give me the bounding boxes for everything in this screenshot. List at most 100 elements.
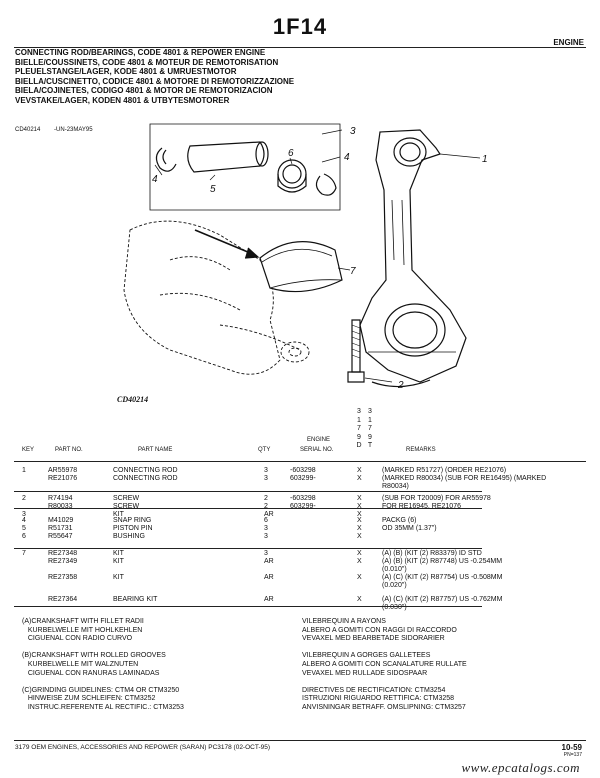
crankshaft-outline: [123, 220, 310, 375]
row-part-no: AR55978: [48, 467, 78, 474]
row-part-no: R74194: [48, 495, 73, 502]
note-left: CIGUENAL CON RANURAS LAMINADAS: [22, 669, 160, 677]
row-key: 7: [22, 550, 26, 557]
row-remarks: PACKG (6): [382, 517, 417, 524]
note-left: CIGUENAL CON RADIO CURVO: [22, 635, 133, 643]
row-x-mark: X: [357, 558, 362, 565]
piston-pin-end: [255, 141, 269, 167]
note-right: DIRECTIVES DE RECTIFICATION: CTM3254: [302, 686, 446, 694]
row-qty: 3: [264, 467, 268, 474]
row-remarks: (MARKED R51727) (ORDER RE21076): [382, 467, 507, 474]
row-x-mark: X: [357, 511, 362, 518]
group-rule: [14, 508, 482, 509]
row-key: 4: [22, 517, 26, 524]
snap-ring-left: [155, 147, 177, 172]
row-qty: AR: [264, 574, 274, 581]
callout-1: 1: [482, 154, 488, 165]
row-x-mark: X: [357, 475, 362, 482]
row-part-name: SCREW: [113, 503, 140, 510]
row-part-no: RE27358: [48, 574, 78, 581]
row-x-mark: X: [357, 596, 362, 603]
row-part-name: PISTON PIN: [113, 525, 153, 532]
table-row: (0.030"): [0, 604, 600, 612]
table-row: (0.010"): [0, 566, 600, 574]
row-part-no: R55647: [48, 533, 73, 540]
row-part-name: KIT: [113, 574, 124, 581]
bushing-side: [277, 174, 307, 193]
row-part-no: RE27349: [48, 558, 78, 565]
note-right: ISTRUZIONI RIGUARDO RETTIFICA: CTM3258: [302, 695, 455, 703]
row-serial: 603299-: [290, 503, 316, 510]
row-part-name: BUSHING: [113, 533, 145, 540]
kit-box-outline: [149, 123, 341, 211]
callout-5: 5: [210, 184, 216, 195]
row-remarks: (A) (C) (KIT (2) R87754) US -0.508MM: [382, 574, 503, 581]
group-rule: [14, 606, 482, 607]
row-key: 6: [22, 533, 26, 540]
vcode-column-d: 3 1 7 9 D: [356, 408, 362, 449]
row-part-name: KIT: [113, 550, 124, 557]
row-key: 3: [22, 511, 26, 518]
note-right: VILEBREQUIN A RAYONS: [302, 618, 386, 625]
row-remarks: (A) (B) (KIT (2) R83379) ID STD: [382, 550, 482, 557]
figure-code: CD40214: [15, 127, 41, 133]
assembly-arrow: [194, 229, 256, 256]
row-key: 1: [22, 467, 26, 474]
page-number: 1F14: [272, 14, 328, 39]
note-left: (C)GRINDING GUIDELINES: CTM4 OR CTM3250: [22, 686, 180, 694]
row-remarks: (0.030"): [382, 604, 407, 611]
note-right: ALBERO A GOMITI CON RAGGI DI RACCORDO: [302, 626, 457, 634]
callout-6: 6: [288, 148, 294, 159]
row-remarks: (SUB FOR T20009) FOR AR55978: [382, 495, 491, 502]
row-part-no: R51731: [48, 525, 73, 532]
row-x-mark: X: [357, 503, 362, 510]
row-x-mark: X: [357, 525, 362, 532]
connecting-rod: [359, 129, 467, 383]
small-end-bore: [393, 137, 427, 167]
header-serial: SERIAL NO.: [300, 447, 334, 453]
note-left: HINWEISE ZUM SCHLEIFEN: CTM3252: [22, 695, 156, 703]
row-qty: AR: [264, 558, 274, 565]
row-x-mark: X: [357, 517, 362, 524]
note-left: KURBELWELLE MIT HOHLKEHLEN: [22, 626, 143, 634]
title-block: CONNECTING ROD/BEARINGS, CODE 4801 & REP…: [15, 48, 294, 106]
callout-4-right: 4: [344, 152, 350, 163]
row-part-name: KIT: [113, 558, 124, 565]
row-qty: 3: [264, 475, 268, 482]
table-row: (0.020"): [0, 582, 600, 590]
header-key: KEY: [22, 447, 35, 453]
row-remarks: (A) (B) (KIT (2) R87748) US -0.254MM: [382, 558, 503, 565]
title-de: PLEUELSTANGE/LAGER, KODE 4801 & UMRUESTM…: [15, 67, 237, 77]
row-remarks: R80034): [382, 483, 409, 490]
note-right: ALBERO A GOMITI CON SCANALATURE RULLATE: [302, 661, 467, 668]
row-x-mark: X: [357, 467, 362, 474]
group-rule: [14, 548, 482, 549]
header-qty: QTY: [258, 447, 271, 453]
row-remarks: (0.010"): [382, 566, 407, 573]
row-remarks: (A) (C) (KIT (2) R87757) US -0.762MM: [382, 596, 503, 603]
row-qty: 2: [264, 495, 268, 502]
row-qty: AR: [264, 511, 274, 518]
row-remarks: (0.020"): [382, 582, 407, 589]
vcode-column-t: 3 1 7 9 T: [367, 408, 373, 449]
header-remarks: REMARKS: [406, 447, 436, 453]
note-left: (A)CRANKSHAFT WITH FILLET RADII: [22, 618, 144, 625]
row-part-no: R80033: [48, 503, 73, 510]
callout-7: 7: [350, 266, 356, 277]
bushing-inner: [282, 164, 302, 184]
footer-page-number: 10-59: [561, 743, 582, 752]
callout-4-left: 4: [152, 174, 158, 185]
watermark-link[interactable]: www.epcatalogs.com: [461, 760, 580, 775]
callout-2: 2: [397, 380, 404, 391]
note-left: INSTRUC.REFERENTE AL RECTIFIC.: CTM3253: [22, 704, 184, 711]
top-rule: [14, 47, 586, 48]
figure-reference: CD40214 -UN-23MAY95: [15, 127, 105, 133]
row-key: 2: [22, 495, 26, 502]
